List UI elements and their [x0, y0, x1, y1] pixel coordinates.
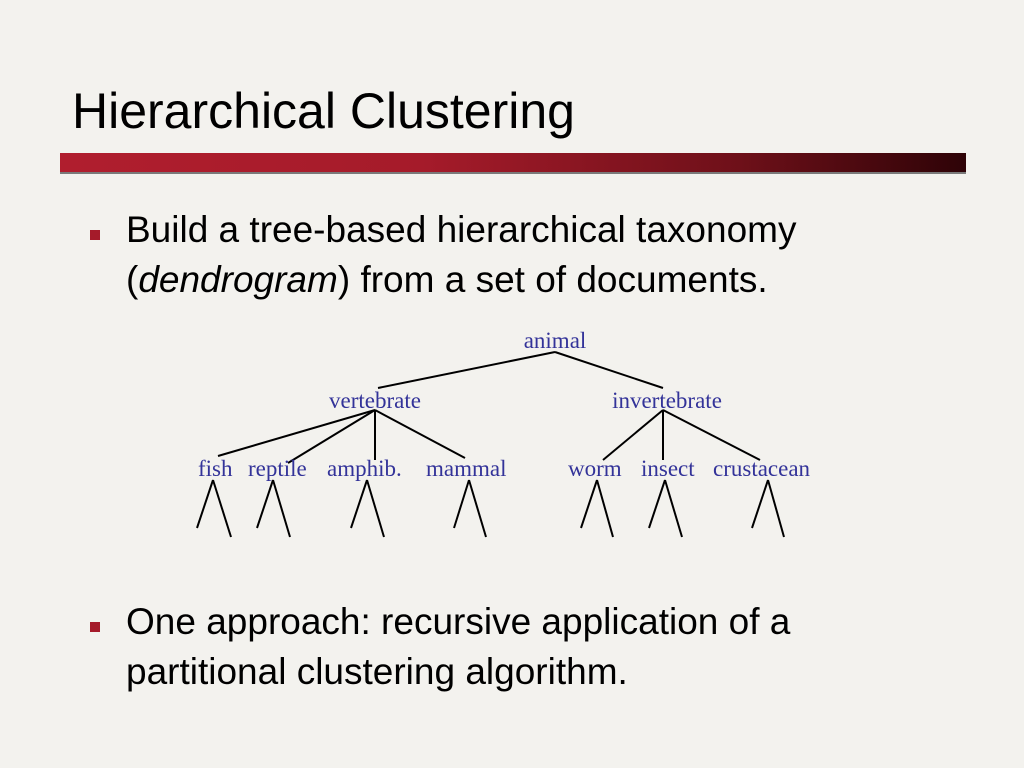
- leaf-mammal: mammal: [426, 456, 506, 481]
- bullet-1-text-start: Build a tree-based hierarchical taxonomy…: [126, 209, 797, 300]
- title-divider-bar: [60, 153, 966, 172]
- slide-title: Hierarchical Clustering: [72, 83, 575, 139]
- bullet-item-2: One approach: recursive application of a…: [126, 601, 791, 692]
- leaf-subtree-mammal: [453, 479, 487, 538]
- leaf-subtree-crustacean: [751, 479, 785, 538]
- leaf-crustacean: crustacean: [713, 456, 811, 481]
- bullet-1-emphasis: dendrogram: [138, 259, 338, 300]
- edge-root-vertebrate: [377, 351, 556, 389]
- edge-vertebrate-fish: [217, 409, 376, 457]
- leaf-subtree-amphib: [350, 479, 385, 538]
- leaf-insect: insect: [641, 456, 695, 481]
- leaf-subtree-insect: [648, 479, 683, 538]
- node-vertebrate: vertebrate: [329, 388, 421, 413]
- edge-invertebrate-crustacean: [662, 409, 761, 461]
- node-invertebrate: invertebrate: [612, 388, 722, 413]
- edge-invertebrate-worm: [602, 409, 664, 461]
- edge-root-invertebrate: [554, 351, 664, 389]
- leaf-subtree-worm: [580, 479, 614, 538]
- bullet-item-1: Build a tree-based hierarchical taxonomy…: [126, 205, 916, 305]
- leaf-subtree-fish: [196, 479, 232, 538]
- leaf-amphib: amphib.: [327, 456, 402, 481]
- node-root: animal: [524, 328, 587, 353]
- leaf-worm: worm: [568, 456, 622, 481]
- bullet-1-text-end: ) from a set of documents.: [337, 259, 768, 300]
- leaf-fish: fish: [198, 456, 233, 481]
- edge-vertebrate-reptile: [287, 409, 376, 464]
- leaf-reptile: reptile: [248, 456, 307, 481]
- bullet-square-icon: [90, 230, 100, 240]
- leaf-subtree-reptile: [256, 479, 291, 538]
- edge-vertebrate-mammal: [374, 409, 466, 459]
- bullet-square-icon: [90, 622, 100, 632]
